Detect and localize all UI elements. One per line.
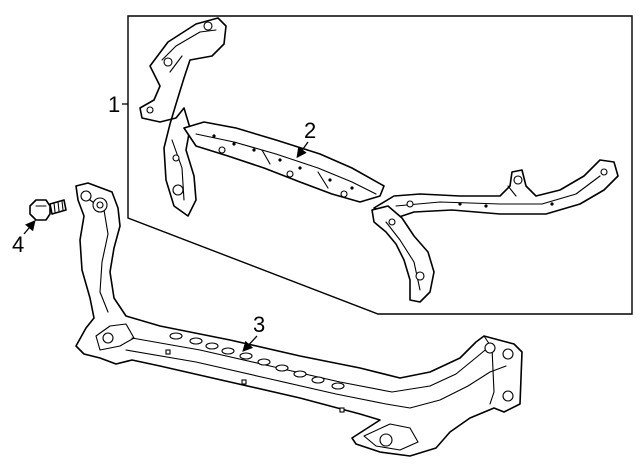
callout-1: 1 <box>108 92 120 117</box>
bolt <box>29 199 67 221</box>
callout-2: 2 <box>304 118 316 143</box>
leader-3 <box>242 335 258 352</box>
callout-3: 3 <box>253 312 265 337</box>
callout-4: 4 <box>12 232 24 257</box>
assembly-frame <box>127 15 633 315</box>
leader-4 <box>23 220 36 235</box>
lower-tie-bar <box>75 182 523 457</box>
radiator-support-upper <box>139 17 619 303</box>
leader-2 <box>296 141 309 159</box>
